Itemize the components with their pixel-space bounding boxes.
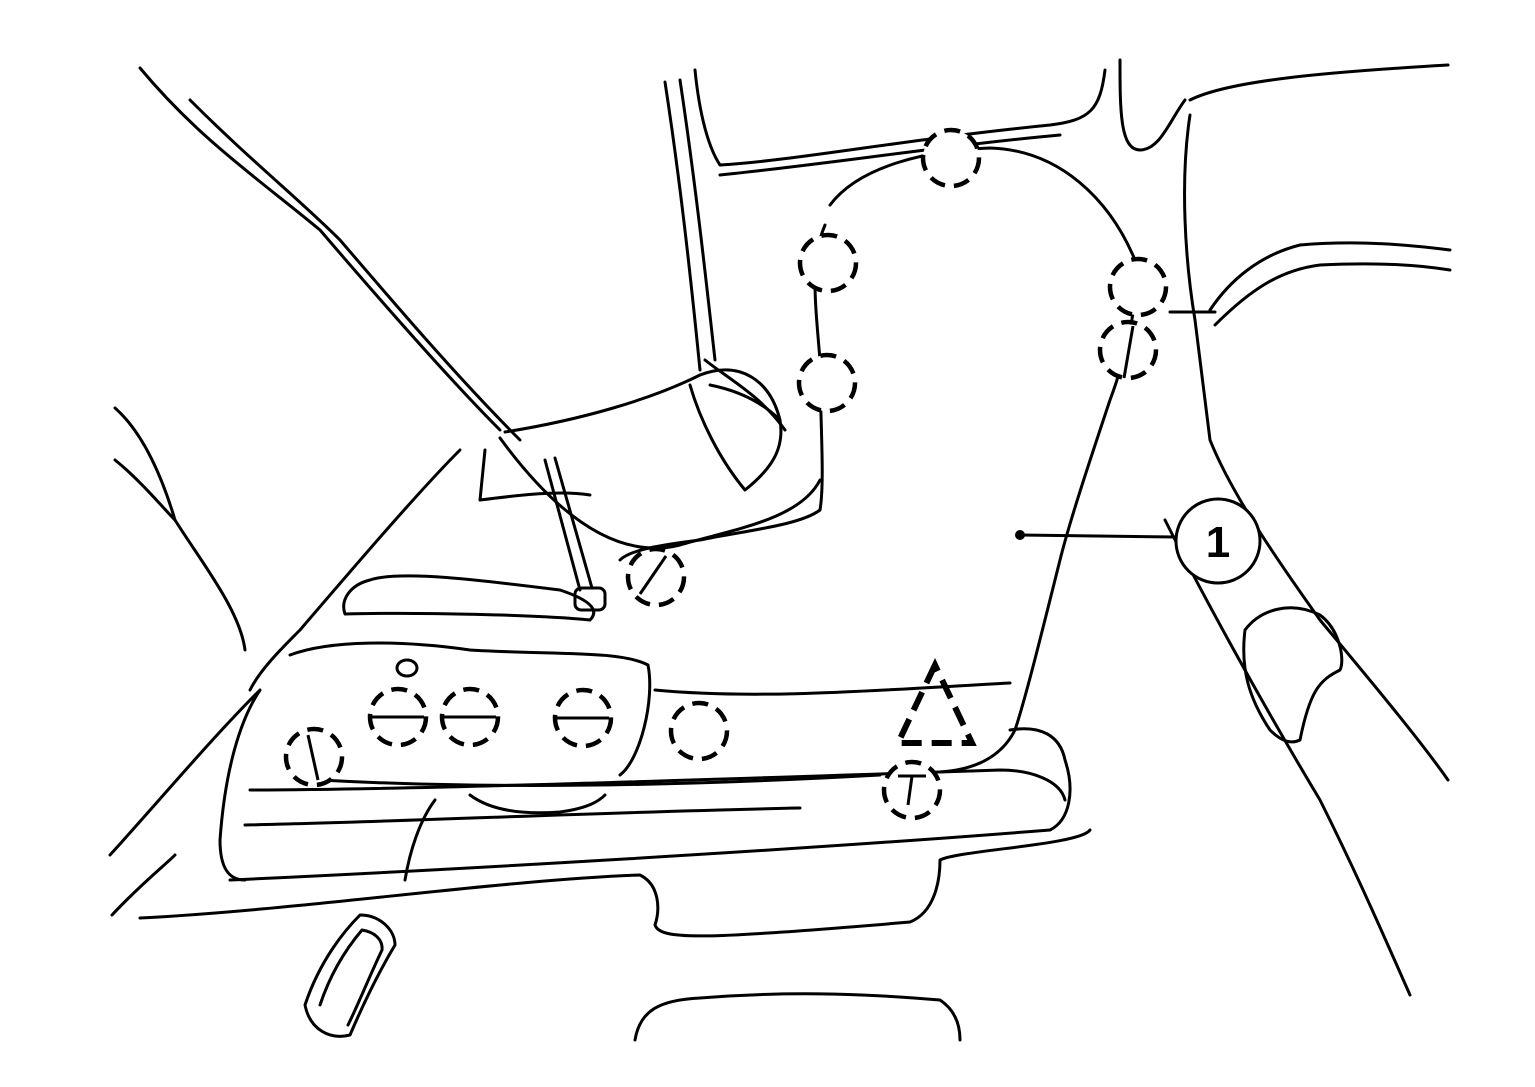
luggage-side-panel (478, 448, 592, 502)
floor-rail-bottom (138, 828, 1092, 938)
metal-clip-icon (1097, 319, 1159, 381)
luggage-side-upper (248, 448, 462, 692)
metal-clip-icon (283, 726, 345, 788)
callout-leader-line (1018, 533, 1177, 539)
clip-icon (920, 127, 982, 189)
floor-rail-lower (243, 806, 802, 827)
dashed-triangle-icon (893, 658, 977, 746)
seatbelt-guide-inner (703, 358, 787, 432)
b-pillar-edge (1163, 518, 1412, 997)
clip-icon (797, 232, 859, 294)
roof-trim-edge (693, 68, 1107, 167)
right-roof-corner (1118, 58, 1187, 152)
metal-clip-icon (625, 546, 687, 608)
bottom-left-pedal (303, 913, 397, 1038)
seatbelt-guide (688, 383, 783, 492)
clip-icon (367, 686, 429, 748)
clip-icon (1107, 256, 1169, 318)
luggage-handle-slot (342, 574, 596, 622)
bottom-center-arch (633, 992, 962, 1042)
roof-trim-edge-2 (718, 133, 1062, 177)
pillar-left-edge (663, 80, 702, 372)
floor-seam (403, 798, 437, 882)
left-seat-edge (110, 853, 177, 917)
luggage-trim-lower (653, 681, 1012, 696)
trim-panel-outline (828, 146, 1138, 774)
pillar-bottom (503, 368, 782, 434)
tool-tip (573, 586, 607, 612)
clip-icon (439, 686, 501, 748)
right-panel-slot (1242, 606, 1344, 744)
b-pillar-curve (1183, 113, 1450, 782)
b-pillar-front-2 (1213, 262, 1452, 327)
floor-rail-base (228, 727, 1072, 882)
trim-panel-inner (618, 223, 827, 562)
clip-icon (796, 352, 858, 414)
left-seat-top (113, 406, 247, 652)
clip-icon (552, 687, 614, 749)
luggage-side-body (288, 641, 652, 777)
callout-number: 1 (1206, 518, 1230, 567)
pillar-left-edge-2 (678, 78, 717, 362)
callout-leader-dot (1015, 530, 1025, 540)
anchor-bolt (395, 658, 419, 678)
metal-clip-icon (881, 759, 943, 821)
luggage-trim-bottom (318, 773, 882, 787)
clip-icon (668, 700, 730, 762)
tool-shaft (543, 458, 582, 592)
seat-outline-upper-inner (188, 98, 522, 442)
right-roof-line (1188, 63, 1450, 102)
b-pillar-front (1208, 241, 1452, 312)
pillar-lower (498, 436, 822, 550)
floor-recess (468, 793, 607, 815)
callout-1: 1 (1174, 497, 1262, 585)
floor-rail-top (248, 768, 1067, 802)
left-seat-top-2 (113, 458, 177, 522)
tool-shaft-2 (553, 456, 594, 590)
bottom-left-pedal-inner (318, 928, 384, 1027)
seat-outline-upper (138, 66, 502, 432)
left-seat-lower (108, 688, 262, 882)
